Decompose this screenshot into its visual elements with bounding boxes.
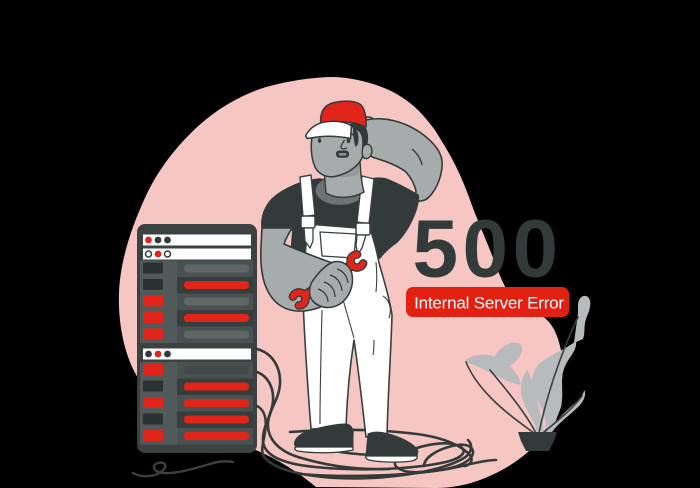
svg-text:500: 500 [413,204,563,295]
svg-text:Internal Server Error: Internal Server Error [414,294,564,313]
